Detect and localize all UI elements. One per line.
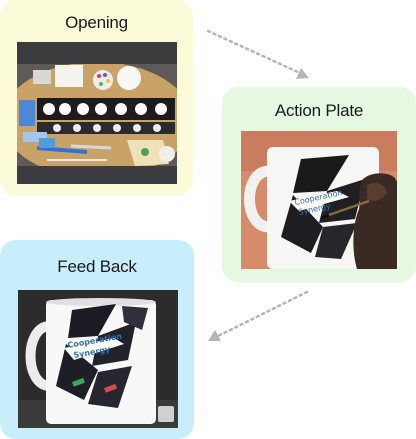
badge-icon — [158, 406, 174, 422]
step-title-action-plate: Action Plate — [274, 101, 364, 120]
step-title-feed-back: Feed Back — [57, 257, 137, 276]
step-card-feed-back: Feed Back Cooperation Synergy — [0, 240, 194, 439]
step-title-opening: Opening — [65, 13, 128, 32]
workshop-table-photo — [17, 42, 177, 184]
finished-mug-photo: Cooperation Synergy — [18, 290, 178, 428]
arrow-opening-to-action — [206, 29, 309, 79]
painting-mug-photo: Cooperation Synergy — [241, 131, 397, 269]
step-card-action-plate: Action Plate Cooperation Synergy — [222, 87, 416, 282]
arrow-action-to-feedback — [208, 290, 309, 341]
step-card-opening: Opening — [0, 0, 193, 196]
